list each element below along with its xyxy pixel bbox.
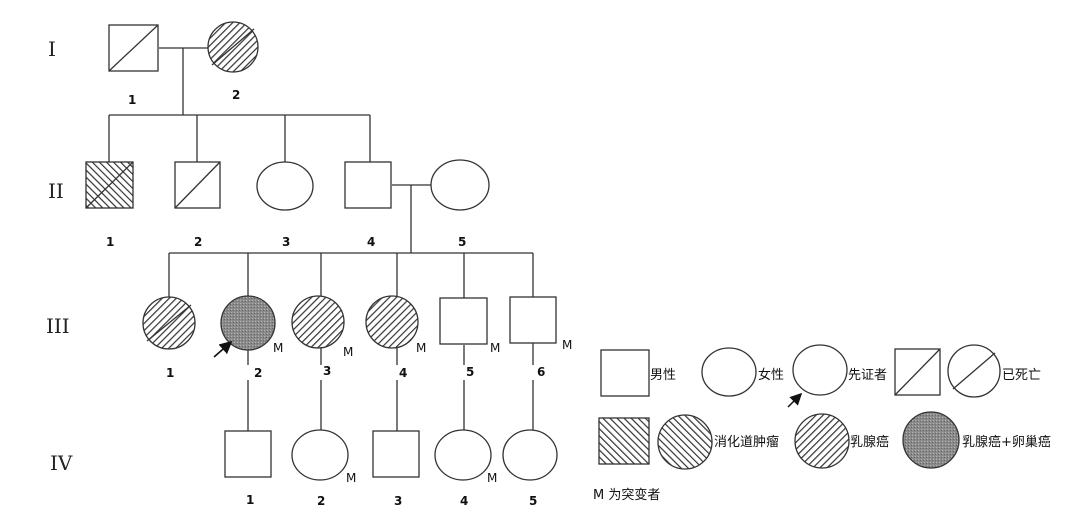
- legend-item-breast-ovarian: 乳腺癌+卵巢癌: [902, 411, 1051, 469]
- mutation-mark: M: [562, 338, 572, 352]
- individual-number: 3: [282, 235, 290, 249]
- female-symbol: [434, 429, 492, 481]
- mutation-mark: M: [273, 341, 283, 355]
- individual-number: 4: [460, 494, 468, 508]
- svg-text:乳腺癌: 乳腺癌: [850, 434, 889, 450]
- legend-item-male: 男性: [600, 349, 676, 397]
- individual-iii-5: M 5: [439, 297, 500, 379]
- individual-number: 1: [106, 235, 114, 249]
- male-symbol: [344, 161, 392, 209]
- individual-ii-3: 3: [256, 161, 314, 249]
- male-symbol: [600, 349, 650, 397]
- individual-number: 1: [128, 93, 136, 107]
- male-gi-tumor-symbol: [598, 417, 650, 465]
- individual-i-2: 2: [207, 21, 259, 102]
- mutation-note: M 为突变者: [593, 487, 660, 503]
- male-symbol: [439, 297, 488, 345]
- individual-iv-3: 3: [372, 430, 420, 508]
- individual-iii-2: M 2: [213, 295, 283, 380]
- individual-number: 1: [246, 493, 254, 507]
- svg-text:消化道肿瘤: 消化道肿瘤: [714, 434, 779, 450]
- individual-number: 2: [254, 366, 262, 380]
- individual-ii-2: 2: [174, 161, 221, 249]
- individual-iv-1: 1: [224, 430, 272, 507]
- deceased-slash: [894, 348, 941, 396]
- male-symbol: [372, 430, 420, 478]
- female-gi-tumor-symbol: [657, 414, 713, 470]
- mutation-mark: M: [343, 345, 353, 359]
- female-breast-ovarian-cancer-symbol: [220, 295, 276, 351]
- individual-number: 4: [367, 235, 375, 249]
- individual-ii-1: 1: [85, 161, 134, 249]
- svg-text:乳腺癌+卵巢癌: 乳腺癌+卵巢癌: [962, 434, 1051, 450]
- individual-iii-6: M 6: [509, 296, 572, 379]
- individual-iii-4: M 4: [365, 295, 426, 380]
- mutation-mark: M: [487, 471, 497, 485]
- deceased-slash: [211, 28, 255, 66]
- svg-text:已死亡: 已死亡: [1002, 368, 1041, 383]
- individual-number: 2: [317, 494, 325, 508]
- female-breast-cancer-symbol: [365, 295, 419, 349]
- legend-item-female: 女性: [701, 347, 784, 397]
- proband-arrow-icon: [787, 392, 803, 408]
- legend-item-proband: 先证者: [787, 344, 887, 408]
- male-symbol: [224, 430, 272, 478]
- mutation-mark: M: [490, 341, 500, 355]
- legend-item-deceased: 已死亡: [894, 344, 1041, 398]
- male-symbol: [509, 296, 557, 344]
- individual-iv-2: M 2: [291, 429, 356, 508]
- individual-number: 2: [232, 88, 240, 102]
- deceased-slash: [174, 161, 221, 209]
- generation-label-iii: III: [46, 314, 70, 338]
- individual-number: 5: [458, 235, 466, 249]
- individual-iii-1: 1: [142, 296, 196, 380]
- individual-number: 2: [194, 235, 202, 249]
- generation-label-iv: IV: [50, 451, 73, 475]
- proband-arrow-icon: [213, 340, 233, 358]
- individual-number: 5: [529, 494, 537, 508]
- individual-number: 1: [166, 366, 174, 380]
- deceased-slash: [146, 304, 192, 342]
- deceased-slash: [952, 352, 996, 390]
- individual-ii-4: 4: [344, 161, 392, 249]
- mutation-mark: M: [346, 471, 356, 485]
- individual-ii-5: 5: [430, 159, 490, 249]
- individual-iv-4: M 4: [434, 429, 497, 508]
- svg-text:男性: 男性: [650, 368, 676, 383]
- svg-text:女性: 女性: [758, 367, 784, 383]
- individual-number: 5: [466, 365, 474, 379]
- legend-item-breast-cancer: 乳腺癌: [794, 413, 889, 469]
- individual-number: 3: [394, 494, 402, 508]
- legend-item-gi-tumor: 消化道肿瘤: [598, 414, 779, 470]
- female-breast-cancer-symbol: [291, 295, 345, 349]
- individual-number: 4: [399, 366, 407, 380]
- mutation-mark: M: [416, 341, 426, 355]
- female-symbol: [256, 161, 314, 211]
- female-breast-cancer-symbol: [794, 413, 850, 469]
- generation-label-ii: II: [48, 179, 64, 203]
- pedigree-lines: [108, 47, 534, 431]
- svg-text:先证者: 先证者: [848, 368, 887, 383]
- individual-iv-5: 5: [502, 429, 558, 508]
- female-symbol: [291, 429, 349, 481]
- female-symbol: [502, 429, 558, 481]
- legend: 男性 女性 先证者 已死亡 消化道肿瘤 乳腺癌 乳腺癌: [593, 344, 1051, 503]
- individual-number: 6: [537, 365, 545, 379]
- individual-i-1: 1: [108, 24, 159, 107]
- deceased-slash: [85, 161, 134, 209]
- individual-number: 3: [323, 364, 331, 378]
- female-symbol: [792, 344, 848, 396]
- female-breast-ovarian-cancer-symbol: [902, 411, 960, 469]
- generation-label-i: I: [48, 37, 56, 61]
- individual-iii-3: M 3: [291, 295, 353, 378]
- female-symbol: [430, 159, 490, 211]
- female-symbol: [701, 347, 757, 397]
- deceased-slash: [108, 24, 159, 72]
